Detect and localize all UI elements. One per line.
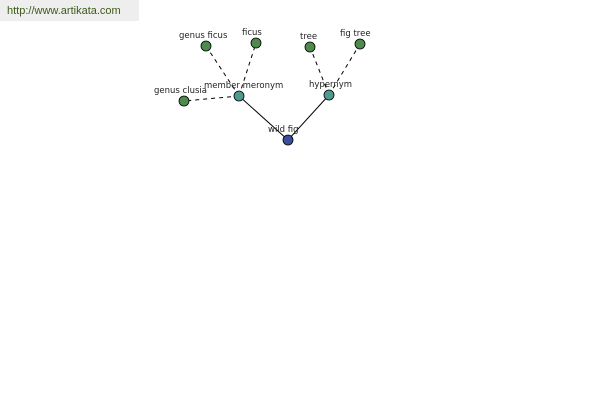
node-label-fig-tree: fig tree <box>340 29 371 39</box>
edge-member-meronym-to-genus-ficus <box>205 45 240 97</box>
node-tree[interactable] <box>304 41 316 53</box>
edge-wild-fig-to-member-meronym <box>238 95 289 141</box>
node-hypernym[interactable] <box>323 89 335 101</box>
node-label-tree: tree <box>300 32 317 42</box>
labels-layer: wild fig member meronym hypernym genus ficu… <box>154 28 371 135</box>
node-label-hypernym: hypernym <box>309 80 352 90</box>
edge-hypernym-to-tree <box>309 46 330 96</box>
edge-wild-fig-to-hypernym <box>287 94 330 141</box>
node-member-meronym[interactable] <box>233 90 245 102</box>
node-wild-fig[interactable] <box>282 134 294 146</box>
node-genus-clusia[interactable] <box>178 95 190 107</box>
edge-member-meronym-to-ficus <box>238 42 257 97</box>
node-ficus[interactable] <box>250 37 262 49</box>
edge-hypernym-to-fig-tree <box>328 43 361 96</box>
node-fig-tree[interactable] <box>354 38 366 50</box>
node-label-member-meronym: member meronym <box>204 81 283 91</box>
edge-member-meronym-to-genus-clusia <box>183 95 240 102</box>
node-label-genus-clusia: genus clusia <box>154 86 207 96</box>
node-label-wild-fig: wild fig <box>268 125 299 135</box>
node-genus-ficus[interactable] <box>200 40 212 52</box>
node-label-ficus: ficus <box>242 28 262 38</box>
site-banner: http://www.artikata.com <box>0 0 139 21</box>
nodes-layer <box>178 37 366 146</box>
site-link[interactable]: http://www.artikata.com <box>7 5 121 17</box>
node-label-genus-ficus: genus ficus <box>179 31 228 41</box>
edges-layer <box>183 42 361 141</box>
